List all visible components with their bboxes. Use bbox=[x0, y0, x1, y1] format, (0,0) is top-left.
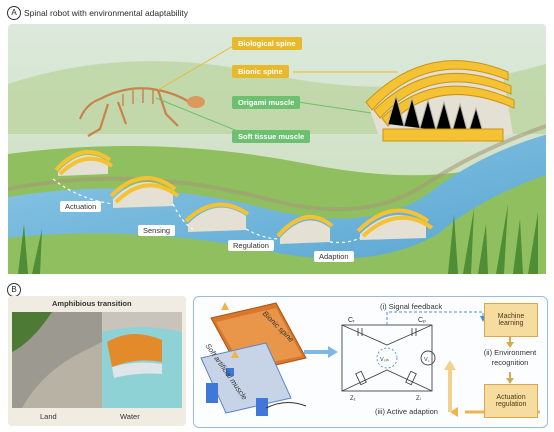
signal-feedback-path bbox=[386, 311, 484, 325]
tag-biological-spine: Biological spine bbox=[232, 37, 302, 50]
panel-b-badge: B bbox=[7, 283, 21, 297]
circuit-c-right: Cₚ bbox=[418, 317, 426, 324]
panel-a-badge: A bbox=[7, 6, 21, 20]
circuit-z-right: Zₗ bbox=[416, 396, 421, 402]
tag-bionic-spine: Bionic spine bbox=[232, 65, 289, 78]
grass-blades bbox=[18, 204, 538, 274]
active-adaption-label: (iii) Active adaption bbox=[375, 407, 438, 416]
spinal-robot-large bbox=[365, 60, 515, 144]
water-label: Water bbox=[120, 412, 140, 421]
robot-in-water bbox=[107, 333, 162, 367]
step-sensing: Sensing bbox=[138, 225, 176, 236]
step-regulation: Regulation bbox=[228, 240, 274, 251]
robot-adaption-2 bbox=[356, 208, 434, 240]
robot-adaption-1 bbox=[276, 215, 334, 244]
tag-origami-muscle: Origami muscle bbox=[232, 96, 301, 109]
land-label: Land bbox=[40, 412, 57, 421]
amphibious-photo bbox=[12, 312, 182, 408]
robot-actuation bbox=[54, 150, 114, 176]
environment-recognition-label: (ii) Environment recognition bbox=[483, 348, 537, 367]
scene-illustration bbox=[8, 24, 546, 274]
panel-a-title: Spinal robot with environmental adaptabi… bbox=[24, 8, 188, 18]
amphibious-title: Amphibious transition bbox=[52, 299, 132, 308]
cat-skeleton bbox=[78, 87, 205, 137]
step-actuation: Actuation bbox=[60, 201, 102, 212]
circuit-v-out: V꜀ bbox=[424, 357, 430, 363]
signal-feedback-label: (i) Signal feedback bbox=[380, 302, 443, 311]
flow-diagram: Cᵣ Cₚ Vₛᵢₙ V꜀ Z₁ Zₗ bbox=[304, 311, 540, 417]
circuit-c-left: Cᵣ bbox=[348, 317, 355, 324]
circuit-z-left: Z₁ bbox=[350, 396, 356, 402]
step-adaption: Adaption bbox=[314, 251, 354, 262]
tag-soft-tissue-muscle: Soft tissue muscle bbox=[232, 130, 311, 143]
input-arrow bbox=[328, 346, 338, 358]
circuit-v-src: Vₛᵢₙ bbox=[380, 357, 390, 363]
robot-regulation bbox=[184, 202, 250, 232]
actuation-regulation-box: Actuation regulation bbox=[484, 384, 538, 418]
machine-learning-box: Machine learning bbox=[484, 303, 538, 337]
robot-sensing bbox=[109, 176, 180, 208]
device-illustration bbox=[200, 302, 307, 416]
